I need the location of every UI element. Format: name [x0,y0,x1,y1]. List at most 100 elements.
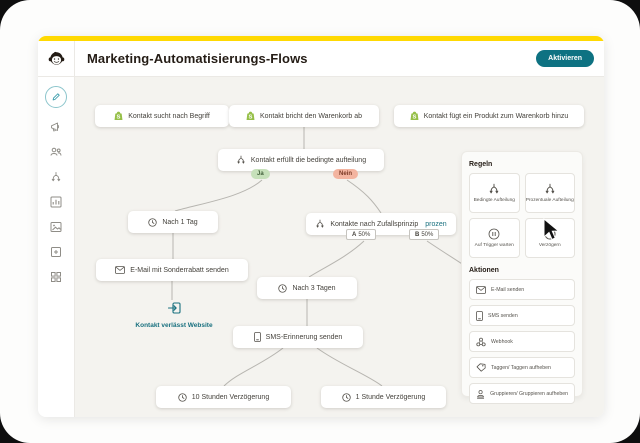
clock-icon [148,217,158,227]
trigger-node-search[interactable]: S Kontakt sucht nach Begriff [95,105,229,127]
delay-1-day-node[interactable]: Nach 1 Tag [128,211,218,233]
node-label: Kontakte nach Zufallsprinzip [330,220,419,228]
rule-label: Prozentuale Aufteilung [525,198,574,203]
node-label: Kontakt fügt ein Produkt zum Warenkorb h… [423,112,569,120]
clock-icon [178,392,187,402]
rules-grid: Bedingte Aufteilung Prozentuale Aufteilu… [469,173,575,258]
action-label: Gruppieren/ Gruppieren aufheben [490,390,568,397]
image-icon [50,222,62,232]
tag-icon [476,363,486,372]
action-label: SMS senden [488,312,518,319]
exit-icon [167,302,181,314]
shopify-icon: S [246,111,255,121]
mailchimp-window: Marketing-Automatisierungs-Flows Aktivie… [38,36,604,417]
email-discount-node[interactable]: E-Mail mit Sonderrabatt senden [96,259,248,281]
phone-icon [476,310,483,321]
yes-badge: Ja [251,169,270,179]
clock-icon [341,392,351,402]
split-b-value: 50% [421,231,434,238]
page-title: Marketing-Automatisierungs-Flows [87,51,308,66]
branch-icon [489,183,499,194]
node-label: SMS-Erinnerung senden [265,333,343,341]
automation-icon [51,172,61,182]
rules-section-title: Regeln [469,161,493,168]
sidebar-item-automations[interactable] [50,171,62,183]
sidebar-item-audience[interactable] [50,146,62,158]
delay-10h-node[interactable]: 10 Stunden Verzögerung [156,386,291,408]
brand-accent-bar [38,36,604,41]
activate-button[interactable]: Aktivieren [536,50,594,67]
action-card-tag-untag[interactable]: Taggen/ Taggen aufheben [469,357,575,378]
audience-icon [50,147,62,156]
split-a-value: 50% [358,231,371,238]
sidebar-item-integrations[interactable] [50,271,62,283]
node-label: E-Mail mit Sonderrabatt senden [130,266,229,274]
shopify-icon: S [410,111,419,121]
node-label: Kontakt sucht nach Begriff [128,112,210,120]
node-label: 1 Stunde Verzögerung [355,393,426,401]
megaphone-icon [51,122,60,132]
svg-text:S: S [117,115,121,121]
exit-label: Kontakt verlässt Website [135,322,213,329]
mouse-cursor [543,218,560,241]
phone-icon [253,332,261,342]
delay-1h-node[interactable]: 1 Stunde Verzögerung [321,386,446,408]
action-card-send-sms[interactable]: SMS senden [469,305,575,326]
rule-card-percentage-split[interactable]: Prozentuale Aufteilung [524,173,575,213]
envelope-icon [476,285,486,294]
sidebar-item-create[interactable] [45,86,67,108]
rule-label: Auf Trigger warten [474,243,514,248]
split-a-letter: A [352,231,357,238]
action-card-group-ungroup[interactable]: Gruppieren/ Gruppieren aufheben [469,383,575,404]
branch-icon [237,155,245,164]
sms-reminder-node[interactable]: SMS-Erinnerung senden [233,326,363,348]
add-frame-icon [51,247,61,257]
pencil-icon [52,93,60,101]
mailchimp-logo[interactable] [38,41,75,76]
node-label: 10 Stunden Verzögerung [191,393,270,401]
sidebar-item-campaigns[interactable] [50,121,62,133]
sidebar-item-add[interactable] [50,246,62,258]
node-label: Kontakt erfüllt die bedingte aufteilung [250,156,367,164]
webhook-icon [476,337,486,346]
svg-text:S: S [249,115,253,121]
rule-card-wait-for-trigger[interactable]: Auf Trigger warten [469,218,520,258]
actions-section-title: Aktionen [469,267,499,274]
node-label: Nach 1 Tag [162,218,198,226]
split-b-letter: B [415,231,420,238]
no-badge: Nein [333,169,359,179]
action-label: Webhook [491,338,513,345]
sidebar [38,77,75,417]
trigger-node-cart-abandon[interactable]: S Kontakt bricht den Warenkorb ab [229,105,379,127]
delay-3-days-node[interactable]: Nach 3 Tagen [257,277,357,299]
node-label: Kontakt bricht den Warenkorb ab [259,112,363,120]
branch-icon [545,183,555,194]
actions-list: E-Mail senden SMS senden Webhook Ta [469,279,575,404]
rule-label: Verzögern [538,243,561,248]
action-label: E-Mail senden [491,286,525,293]
header: Marketing-Automatisierungs-Flows Aktivie… [38,41,604,77]
sidebar-item-content[interactable] [50,221,62,233]
action-card-webhook[interactable]: Webhook [469,331,575,352]
exit-endpoint: Kontakt verlässt Website [112,301,236,329]
flow-canvas[interactable]: S Kontakt sucht nach Begriff S Kontakt b… [75,77,604,417]
svg-text:S: S [412,115,416,121]
sidebar-item-analytics[interactable] [50,196,62,208]
freddie-logo-icon [48,51,64,65]
action-card-send-email[interactable]: E-Mail senden [469,279,575,300]
shopify-icon: S [114,111,123,121]
action-label: Taggen/ Taggen aufheben [491,364,551,371]
envelope-icon [115,266,126,274]
blocks-panel: Regeln Bedingte Aufteilung Prozentuale A… [461,151,583,404]
rule-label: Bedingte Aufteilung [473,198,515,203]
rule-card-conditional-split[interactable]: Bedingte Aufteilung [469,173,520,213]
person-icon [477,389,485,399]
condition-node[interactable]: Kontakt erfüllt die bedingte aufteilung [218,149,384,171]
clock-icon [278,283,288,293]
body: S Kontakt sucht nach Begriff S Kontakt b… [38,77,604,417]
grid-icon [51,272,61,282]
trigger-node-add-product[interactable]: S Kontakt fügt ein Produkt zum Warenkorb… [394,105,584,127]
